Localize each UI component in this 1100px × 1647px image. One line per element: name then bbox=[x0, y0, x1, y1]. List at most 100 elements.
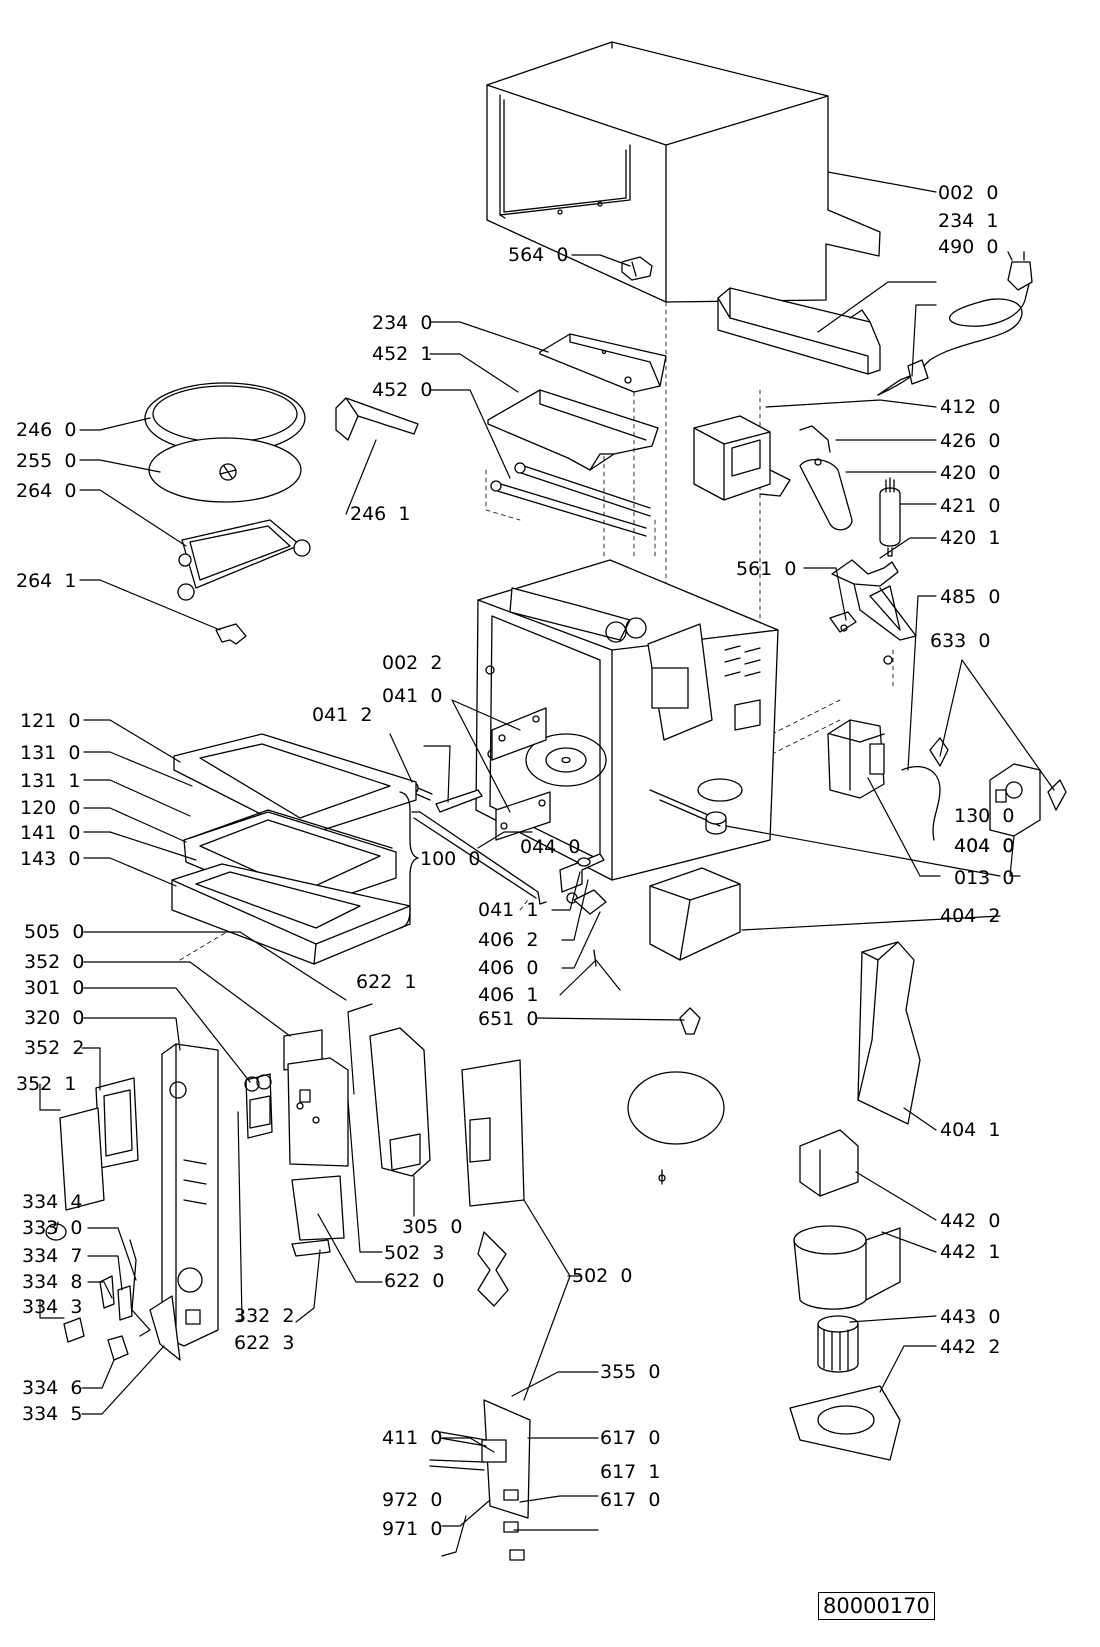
part-label-420-0: 420 0 bbox=[940, 462, 1001, 484]
part-label-041-0: 041 0 bbox=[382, 685, 443, 707]
part-label-334-4: 334 4 bbox=[22, 1191, 83, 1213]
part-label-141-0: 141 0 bbox=[20, 822, 81, 844]
part-label-255-0: 255 0 bbox=[16, 450, 77, 472]
part-label-404-0: 404 0 bbox=[954, 835, 1015, 857]
mica-cover bbox=[628, 1072, 724, 1184]
drawing-number: 80000170 bbox=[818, 1592, 935, 1620]
part-label-406-0: 406 0 bbox=[478, 957, 539, 979]
part-label-421-0: 421 0 bbox=[940, 495, 1001, 517]
part-label-305-0: 305 0 bbox=[402, 1216, 463, 1238]
bracket-246-1 bbox=[336, 398, 418, 440]
part-label-502-3: 502 3 bbox=[384, 1242, 445, 1264]
switch-holder-130-0 bbox=[990, 764, 1040, 836]
part-label-334-5: 334 5 bbox=[22, 1403, 83, 1425]
part-label-044-0: 044 0 bbox=[520, 836, 581, 858]
outer-cabinet-002-0 bbox=[487, 42, 880, 302]
foot-013-0 bbox=[706, 812, 726, 834]
part-label-617-1: 617 1 bbox=[600, 1461, 661, 1483]
capacitor-421-0 bbox=[880, 478, 900, 556]
part-label-100-0: 100 0 bbox=[420, 848, 481, 870]
part-label-234-1: 234 1 bbox=[938, 210, 999, 232]
roller-support-255-0 bbox=[149, 438, 301, 502]
latch-041-0 bbox=[436, 790, 482, 812]
part-label-013-0: 013 0 bbox=[954, 867, 1015, 889]
part-label-651-0: 651 0 bbox=[478, 1008, 539, 1030]
part-label-564-0: 564 0 bbox=[508, 244, 569, 266]
pcb-352-0 bbox=[284, 1030, 348, 1166]
lamp-651-0 bbox=[680, 1008, 700, 1034]
part-label-002-2: 002 2 bbox=[382, 652, 443, 674]
part-label-334-6: 334 6 bbox=[22, 1377, 83, 1399]
oven-cavity bbox=[476, 560, 778, 880]
part-label-442-0: 442 0 bbox=[940, 1210, 1001, 1232]
transformer-412-0 bbox=[694, 416, 790, 500]
fan-blade-443-0 bbox=[818, 1316, 858, 1372]
part-label-333-0: 333 0 bbox=[22, 1217, 83, 1239]
part-label-404-0-right: 404 0 bbox=[954, 835, 1015, 857]
part-label-443-0: 443 0 bbox=[940, 1306, 1001, 1328]
part-label-002-0: 002 0 bbox=[938, 182, 999, 204]
power-pcb bbox=[430, 1400, 530, 1560]
part-label-143-0: 143 0 bbox=[20, 848, 81, 870]
part-label-617-0-upper: 617 0 bbox=[600, 1427, 661, 1449]
roller-ring-264-0 bbox=[178, 520, 310, 600]
part-label-617-0-lower: 617 0 bbox=[600, 1489, 661, 1511]
part-label-452-1: 452 1 bbox=[372, 343, 433, 365]
hinge-plates-002-2 bbox=[492, 708, 550, 840]
part-label-234-0: 234 0 bbox=[372, 312, 433, 334]
clip-564-0 bbox=[622, 257, 652, 280]
clip-561-0 bbox=[830, 612, 892, 664]
part-label-442-1: 442 1 bbox=[940, 1241, 1001, 1263]
heating-elements-452-0 bbox=[491, 463, 650, 536]
part-label-411-0: 411 0 bbox=[382, 1427, 443, 1449]
lever-parts-334 bbox=[64, 1240, 180, 1360]
top-cover-234-0 bbox=[540, 334, 666, 392]
part-label-622-0: 622 0 bbox=[384, 1270, 445, 1292]
air-duct-404-2 bbox=[650, 868, 740, 960]
part-label-131-0: 131 0 bbox=[20, 742, 81, 764]
part-label-971-0: 971 0 bbox=[382, 1518, 443, 1540]
cable-485-0 bbox=[902, 767, 940, 840]
turntable-motor-406-0 bbox=[574, 858, 606, 966]
pcb-622-0 bbox=[292, 1176, 344, 1256]
coupler-264-1 bbox=[216, 624, 246, 644]
window-352-1 bbox=[60, 1108, 104, 1210]
part-label-420-1: 420 1 bbox=[940, 527, 1001, 549]
leader-lines bbox=[40, 172, 1054, 1556]
control-panel-320-0 bbox=[162, 1044, 218, 1346]
power-cord-490-0 bbox=[878, 252, 1032, 395]
bracket-234-1 bbox=[718, 288, 880, 374]
part-label-334-7: 334 7 bbox=[22, 1245, 83, 1267]
part-label-505-0: 505 0 bbox=[24, 921, 85, 943]
part-label-120-0: 120 0 bbox=[20, 797, 81, 819]
part-label-130-0: 130 0 bbox=[954, 805, 1015, 827]
part-label-452-0: 452 0 bbox=[372, 379, 433, 401]
part-label-406-2: 406 2 bbox=[478, 929, 539, 951]
door-frame-121-0 bbox=[174, 734, 416, 836]
window-352-2 bbox=[96, 1078, 138, 1168]
fuse-holder-426-0 bbox=[800, 426, 830, 452]
part-label-246-1: 246 1 bbox=[350, 503, 411, 525]
direction-arrow bbox=[478, 1232, 508, 1306]
door-outer-143-0 bbox=[172, 864, 410, 964]
part-label-041-1: 041 1 bbox=[478, 899, 539, 921]
part-label-404-1: 404 1 bbox=[940, 1119, 1001, 1141]
part-label-406-1: 406 1 bbox=[478, 984, 539, 1006]
part-label-972-0: 972 0 bbox=[382, 1489, 443, 1511]
part-label-352-1: 352 1 bbox=[16, 1073, 77, 1095]
part-label-320-0: 320 0 bbox=[24, 1007, 85, 1029]
part-label-332-2: 332 2 bbox=[234, 1305, 295, 1327]
part-label-264-0: 264 0 bbox=[16, 480, 77, 502]
part-label-622-3: 622 3 bbox=[234, 1332, 295, 1354]
transformer-404-0 bbox=[828, 720, 884, 798]
pcb-502-0 bbox=[462, 1060, 524, 1206]
reflector-452-1 bbox=[488, 390, 658, 470]
door-assembly-brace bbox=[400, 792, 418, 928]
bracket-305-0 bbox=[370, 1028, 430, 1176]
door-inner-120-0 bbox=[184, 810, 396, 910]
part-label-485-0: 485 0 bbox=[940, 586, 1001, 608]
part-label-355-0: 355 0 bbox=[600, 1361, 661, 1383]
bracket-420-1 bbox=[832, 560, 916, 640]
